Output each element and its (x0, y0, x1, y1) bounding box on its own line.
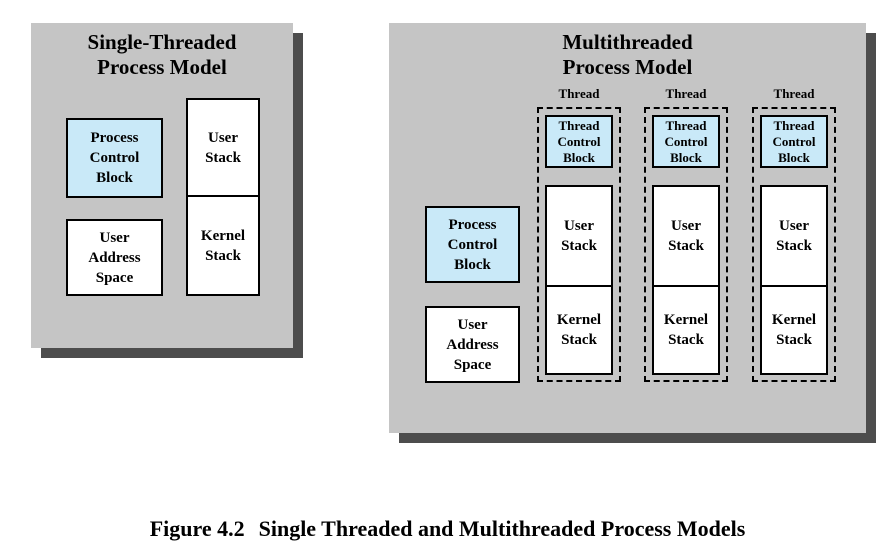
user-address-space: User Address Space (425, 306, 520, 383)
kernel-stack: Kernel Stack (547, 285, 611, 373)
thread-label: Thread (773, 86, 815, 101)
single-threaded-panel: Single-Threaded Process Model Process Co… (31, 23, 293, 348)
thread-control-block: Thread Control Block (760, 115, 828, 168)
stack-column: User Stack Kernel Stack (760, 185, 828, 375)
thread-control-block: Thread Control Block (545, 115, 613, 168)
stack-column: User Stack Kernel Stack (545, 185, 613, 375)
user-stack: User Stack (668, 218, 704, 254)
user-address-space: User Address Space (66, 219, 163, 296)
kernel-stack: Kernel Stack (654, 285, 718, 373)
thread-label: Thread (665, 86, 707, 101)
thread-column-3: Thread Thread Control Block User Stack K… (752, 85, 836, 382)
thread-boundary: Thread Control Block User Stack Kernel S… (752, 107, 836, 382)
stack-column: User Stack Kernel Stack (652, 185, 720, 375)
thread-control-block: Thread Control Block (652, 115, 720, 168)
figure-title: Single Threaded and Multithreaded Proces… (258, 516, 746, 541)
single-threaded-panel-title: Single-Threaded Process Model (87, 30, 237, 79)
kernel-stack: Kernel Stack (762, 285, 826, 373)
thread-boundary: Thread Control Block User Stack Kernel S… (644, 107, 728, 382)
user-stack: User Stack (205, 129, 241, 166)
kernel-stack: Kernel Stack (188, 195, 258, 294)
figure-number: Figure 4.2 (149, 516, 245, 541)
process-control-block: Process Control Block (66, 118, 163, 198)
thread-column-2: Thread Thread Control Block User Stack K… (644, 85, 728, 382)
multithreaded-panel: Multithreaded Process Model Process Cont… (389, 23, 866, 433)
user-stack: User Stack (776, 218, 812, 254)
stack-column: User Stack Kernel Stack (186, 98, 260, 296)
user-stack: User Stack (561, 218, 597, 254)
multithreaded-panel-title: Multithreaded Process Model (562, 30, 693, 79)
process-control-block: Process Control Block (425, 206, 520, 283)
thread-boundary: Thread Control Block User Stack Kernel S… (537, 107, 621, 382)
thread-label: Thread (558, 86, 600, 101)
thread-column-1: Thread Thread Control Block User Stack K… (537, 85, 621, 382)
figure-caption: Figure 4.2 Single Threaded and Multithrea… (0, 516, 895, 542)
